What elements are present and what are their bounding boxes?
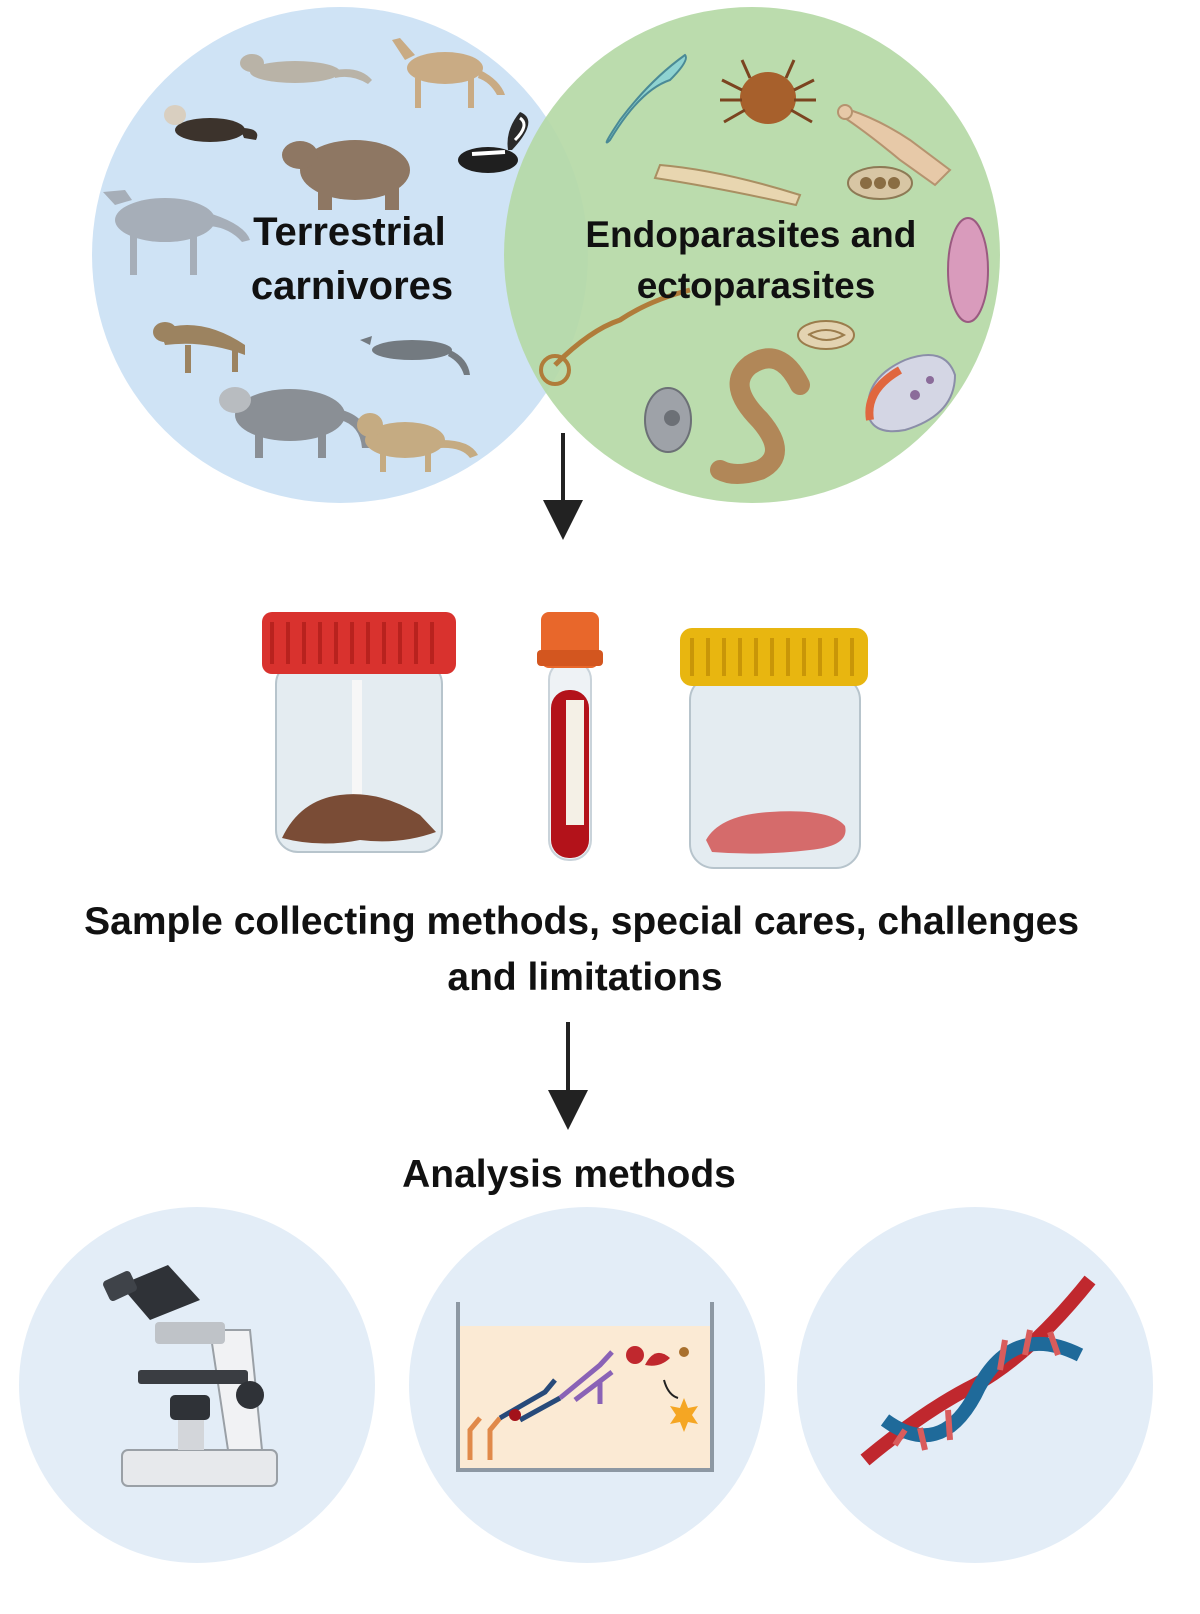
protozoan-cyst-icon [644, 387, 692, 453]
raccoon-icon [219, 387, 372, 458]
fluke-icon [947, 217, 989, 323]
samples-caption: Sample collecting methods, special cares… [84, 900, 1090, 999]
elisa-well-icon [456, 1302, 714, 1472]
hyena-icon [153, 322, 245, 373]
microscope-icon [103, 1265, 278, 1487]
tapeworm-icon [837, 104, 952, 187]
hookworm-icon [539, 287, 691, 386]
bear-icon [282, 140, 410, 210]
civet-icon [360, 336, 470, 375]
coyote-icon [392, 38, 505, 108]
weasel-icon [240, 54, 372, 84]
sporozoan-icon [865, 354, 957, 433]
ferret-icon [164, 105, 258, 142]
tick-icon [720, 59, 816, 124]
wolf-icon [103, 190, 250, 275]
roundworm-icon [710, 348, 810, 484]
parasites-label: Endoparasites and ectoparasites [585, 214, 926, 306]
carnivores-label: Terrestrial carnivores [251, 210, 457, 308]
venn-diagram: Terrestrial carnivores Endoparasites and… [92, 7, 1000, 503]
trypanosome-icon [605, 53, 687, 144]
analysis-title: Analysis methods [402, 1153, 736, 1196]
nematode-larva-icon [653, 163, 802, 207]
feces-container-icon [262, 612, 456, 853]
egg-cluster-icon [847, 166, 913, 200]
wildcat-icon [357, 413, 478, 472]
skunk-icon [458, 112, 529, 173]
coiled-egg-icon [797, 320, 855, 350]
dna-helix-icon [860, 1275, 1096, 1466]
microscopy-circle [19, 1207, 375, 1563]
blood-tube-icon [537, 612, 603, 861]
tissue-container-icon [680, 628, 868, 869]
